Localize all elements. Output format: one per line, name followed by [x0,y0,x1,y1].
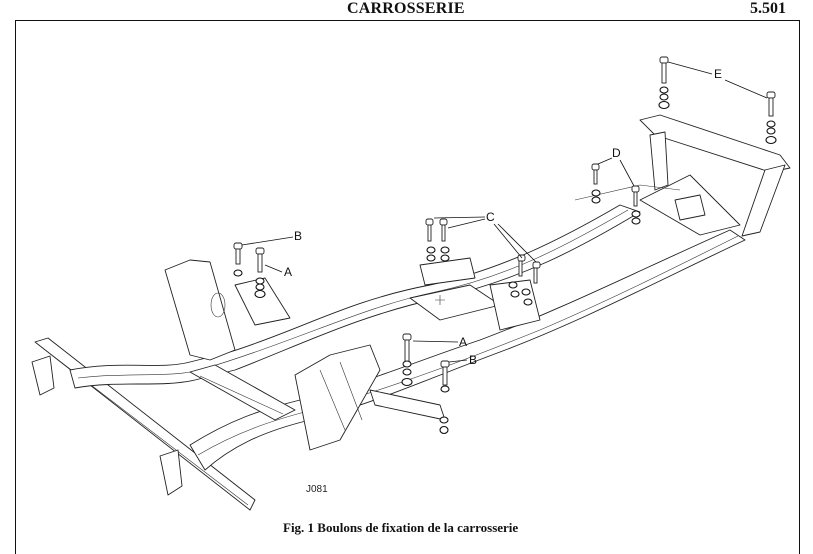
bolt-e-2 [765,91,777,145]
rear-crossmember [574,114,791,237]
bolt-d-1 [591,163,601,204]
leader-lines [241,61,768,363]
figure-caption: Fig. 1 Boulons de fixation de la carross… [283,520,519,535]
figure-reference-code: J081 [306,484,328,495]
callout-b-front: B [294,229,303,243]
page-number: 5.501 [750,0,786,17]
callout-a-front: A [284,265,293,279]
bolt-c-4 [521,261,541,306]
bolt-b-rear [439,360,450,435]
bolt-c-2 [439,218,450,262]
bolt-b-front [233,242,243,277]
front-suspension-tower [164,259,291,361]
bolt-a-front [254,247,266,299]
bolt-c-1 [425,218,436,262]
figure-frame [15,20,800,554]
callout-a-rear: A [459,335,468,349]
callout-b-rear: B [469,353,478,367]
bolt-a-rear [401,333,413,387]
front-cross-beam [189,364,296,421]
callout-d: D [612,146,621,160]
bolt-d-2 [631,185,641,225]
callout-e: E [714,67,723,81]
callout-c: C [486,210,495,224]
section-title: CARROSSERIE [347,0,465,17]
rear-suspension-bracket [294,344,446,451]
bolt-e-1 [658,56,670,110]
